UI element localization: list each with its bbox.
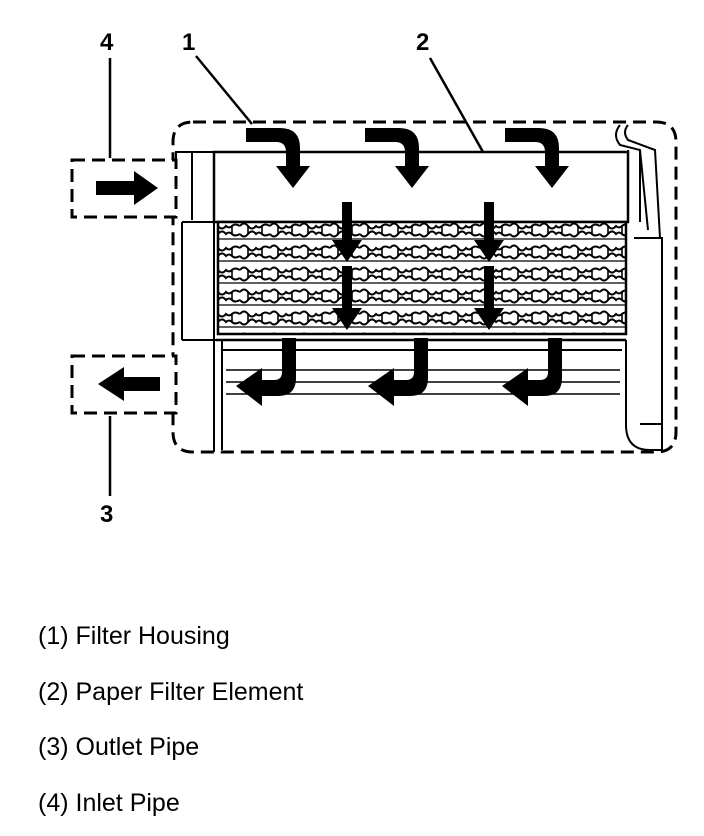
bottom-flow-arrow-1	[236, 338, 296, 406]
filter-housing-outline	[171, 120, 678, 454]
down-arrow-4	[474, 266, 504, 330]
top-flow-arrows	[246, 128, 569, 188]
paper-filter-element	[216, 220, 628, 336]
down-arrow-1	[332, 202, 362, 262]
inlet-flow-arrow	[96, 171, 158, 205]
callout-2: 2	[416, 29, 429, 56]
bottom-flow-arrow-3	[502, 338, 562, 406]
callout-4: 4	[100, 29, 114, 56]
housing-inner-wall-left	[175, 151, 216, 452]
leader-line-2	[428, 57, 485, 153]
filter-flow-arrows	[332, 202, 504, 330]
legend-item-filter-housing: (1) Filter Housing	[38, 622, 230, 650]
bottom-flow-arrow-2	[368, 338, 428, 406]
down-arrow-3	[474, 202, 504, 262]
bottom-flow-arrows	[236, 338, 562, 406]
legend-item-outlet-pipe: (3) Outlet Pipe	[38, 733, 200, 761]
outlet-flow-arrow	[98, 367, 160, 401]
top-flow-arrow-2	[365, 128, 429, 188]
legend-item-paper-filter-element: (2) Paper Filter Element	[38, 678, 304, 706]
top-flow-arrow-1	[246, 128, 310, 188]
leader-lines	[108, 55, 485, 496]
down-arrow-2	[332, 266, 362, 330]
callout-3: 3	[100, 501, 113, 528]
fuel-filter-diagram: 1 2 3 4	[70, 29, 678, 528]
leader-line-1	[195, 55, 253, 125]
top-chamber	[212, 150, 630, 224]
top-flow-arrow-3	[505, 128, 569, 188]
callout-1: 1	[182, 29, 195, 56]
legend-item-inlet-pipe: (4) Inlet Pipe	[38, 789, 180, 817]
